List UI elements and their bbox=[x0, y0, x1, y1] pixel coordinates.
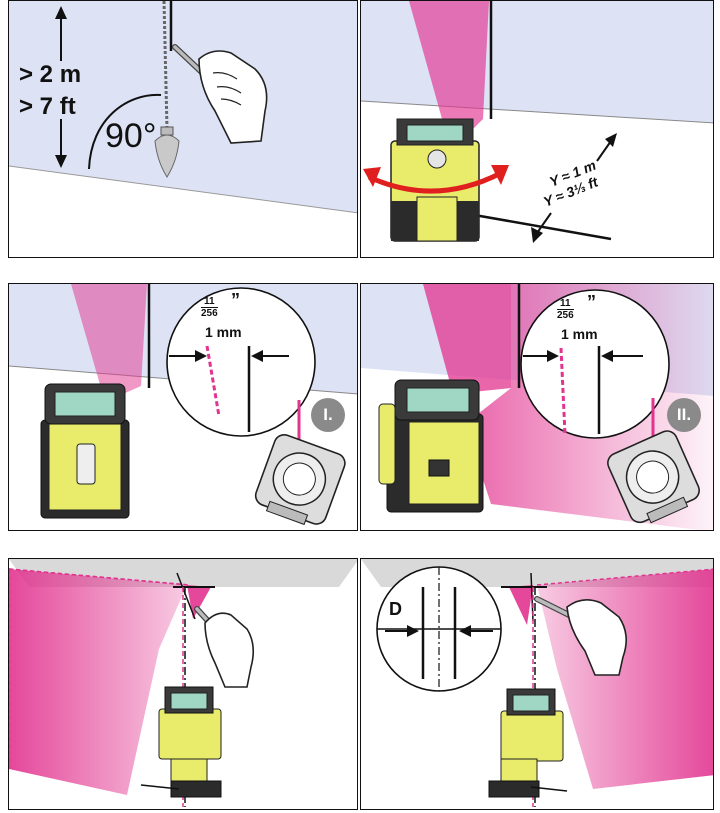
laser-device-icon bbox=[488, 688, 564, 798]
panel-deviation-check: D bbox=[360, 558, 714, 810]
panel-rotate-device-art bbox=[361, 1, 713, 243]
magnifier-circle bbox=[166, 287, 316, 437]
panel-deviation-check-art bbox=[361, 559, 713, 807]
magnifier-circle bbox=[520, 289, 670, 439]
laser-plane-left bbox=[9, 569, 187, 795]
panel-rotate-device: Y ≈ 1 m Y ≈ 3⅓ ft bbox=[360, 0, 714, 258]
step-badge: I. bbox=[311, 398, 345, 432]
laser-plane-right bbox=[537, 569, 713, 789]
panel-vertical-mark-art bbox=[9, 559, 357, 807]
deviation-label: D bbox=[389, 599, 402, 619]
height-metric-label: > 2 m bbox=[19, 61, 82, 88]
laser-line-dashed bbox=[559, 347, 567, 435]
laser-device-icon bbox=[378, 379, 484, 513]
device-topview-icon bbox=[254, 433, 346, 526]
laser-device-icon bbox=[390, 118, 480, 242]
laser-device-icon bbox=[158, 686, 222, 798]
plumb-chain bbox=[162, 1, 169, 130]
laser-plane bbox=[409, 1, 489, 151]
laser-plane bbox=[423, 284, 511, 394]
panel-check-position-1-art bbox=[9, 284, 357, 526]
tolerance-label: 1 mm bbox=[561, 326, 598, 342]
hand-pencil-icon bbox=[172, 44, 268, 144]
hand-pencil-icon bbox=[534, 596, 627, 676]
arrow-head-down bbox=[55, 155, 67, 168]
floor-line bbox=[9, 165, 357, 214]
plumb-bob-icon bbox=[154, 126, 180, 178]
laser-plane bbox=[71, 284, 147, 402]
rotate-arrow-icon bbox=[367, 170, 503, 194]
floor-mark bbox=[462, 211, 612, 241]
hand-pencil-icon bbox=[194, 606, 255, 688]
device-topview-icon bbox=[607, 430, 700, 524]
angle-arc bbox=[88, 93, 162, 170]
tolerance-label: 1 mm bbox=[205, 324, 242, 340]
panel-plumb-bob-art bbox=[9, 1, 357, 214]
arrow-head-up bbox=[55, 6, 67, 19]
step-badge: II. bbox=[667, 398, 701, 432]
panel-vertical-mark bbox=[8, 558, 358, 810]
wall-surface bbox=[9, 1, 357, 213]
inch-mark: ” bbox=[587, 292, 596, 312]
panel-check-position-2-art bbox=[361, 284, 713, 530]
angle-label: 90° bbox=[105, 117, 157, 155]
inch-mark: ” bbox=[231, 290, 240, 310]
panel-plumb-bob: > 2 m > 7 ft 90° bbox=[8, 0, 358, 258]
laser-line-dashed bbox=[205, 345, 221, 417]
height-imperial-label: > 7 ft bbox=[19, 93, 76, 120]
laser-device-icon bbox=[40, 383, 130, 519]
